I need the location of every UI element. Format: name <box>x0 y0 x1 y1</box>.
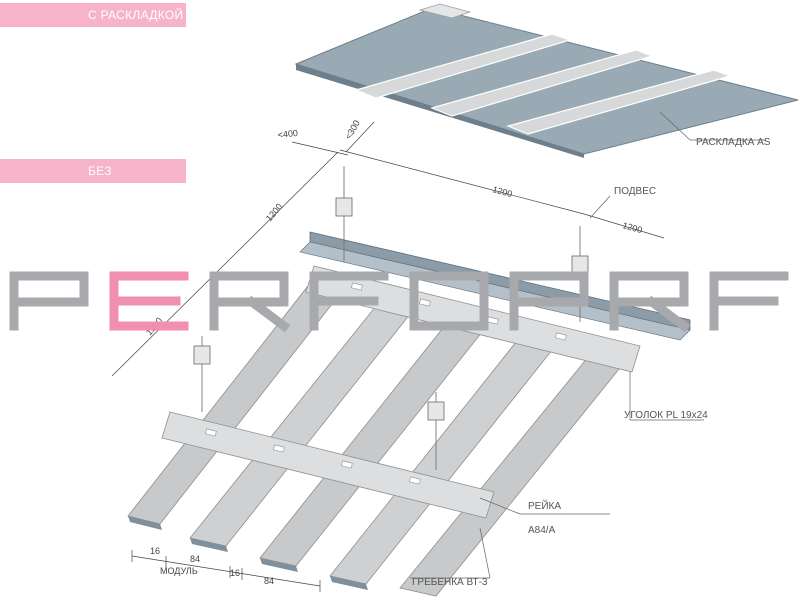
comb-rail-lower <box>161 411 495 519</box>
callout-ugolok: УГОЛОК PL 19x24 <box>624 410 708 421</box>
dim-1200-top: 1200 <box>491 184 513 199</box>
dim-1200-left-upper: 1200 <box>264 202 285 224</box>
dim-lt400: <400 <box>277 128 298 140</box>
callout-reyka-1: РЕЙКА <box>528 499 561 512</box>
dimension-lines <box>111 121 665 377</box>
panel-with-layout <box>294 3 799 158</box>
dim-84-b: 84 <box>264 576 274 586</box>
comb-rail-upper <box>305 265 641 373</box>
slats <box>127 267 637 597</box>
dim-modul: МОДУЛЬ <box>160 566 198 576</box>
callout-podves: ПОДВЕС <box>614 186 656 197</box>
dim-84-a: 84 <box>190 554 200 564</box>
callout-leaders <box>410 497 610 579</box>
dim-1200-right: 1200 <box>621 220 643 235</box>
callout-reyka-2: A84/A <box>528 525 556 536</box>
section-tag-without-layout: БЕЗ РАСКЛАДКИ <box>0 159 186 202</box>
section-tag-with-layout: С РАСКЛАДКОЙ <box>0 3 186 27</box>
callout-raskladka: РАСКЛАДКА AS <box>696 137 771 148</box>
dim-16-b: 16 <box>230 568 240 578</box>
module-dimension <box>131 550 321 592</box>
dim-16-a: 16 <box>150 546 160 556</box>
callout-grebenka: ГРЕБЕНКА ВТ-3 <box>412 577 488 588</box>
hangers <box>193 166 589 470</box>
watermark-logo <box>9 271 789 333</box>
layout-strips <box>354 33 732 135</box>
